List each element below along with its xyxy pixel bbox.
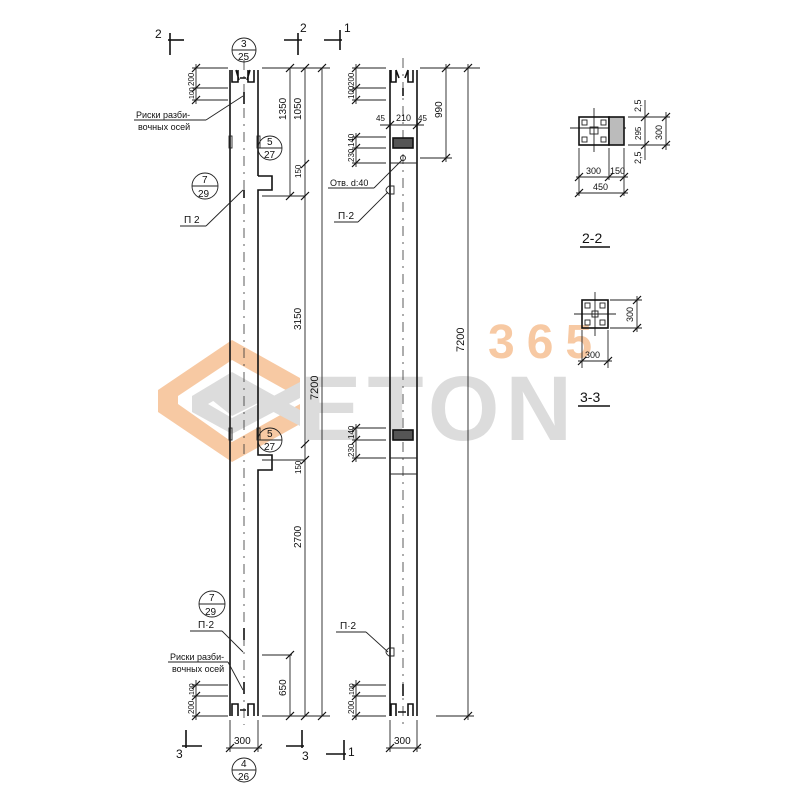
- section-mark-bottom-mid: 3: [286, 730, 309, 763]
- svg-text:150: 150: [610, 166, 625, 176]
- label-hole: Отв. d:40: [330, 178, 368, 188]
- svg-text:вочных осей: вочных осей: [172, 664, 224, 674]
- svg-text:2: 2: [155, 27, 162, 41]
- label-hook-upper-right: П·2: [338, 211, 355, 222]
- svg-text:45: 45: [418, 114, 427, 123]
- svg-text:7: 7: [209, 593, 215, 604]
- section-3-3: 300 300 3-3: [574, 292, 642, 407]
- svg-text:27: 27: [264, 150, 276, 161]
- svg-text:100: 100: [349, 683, 356, 695]
- svg-text:200: 200: [347, 72, 356, 86]
- svg-text:7200: 7200: [455, 328, 467, 352]
- callout-5-27-upper: 5 27: [257, 135, 283, 161]
- callout-7-29-upper: 7 29: [191, 172, 219, 200]
- svg-text:300: 300: [394, 736, 411, 747]
- svg-text:650: 650: [278, 679, 289, 696]
- svg-text:990: 990: [434, 101, 445, 118]
- watermark-logo-icon: [158, 340, 300, 462]
- svg-text:3: 3: [241, 39, 247, 50]
- section-2-2-title: 2-2: [582, 230, 602, 246]
- svg-text:45: 45: [376, 114, 385, 123]
- svg-text:2700: 2700: [293, 525, 304, 548]
- label-hook-lower: П·2: [198, 620, 215, 631]
- svg-text:1350: 1350: [278, 97, 289, 120]
- svg-text:26: 26: [238, 772, 250, 783]
- svg-text:200: 200: [347, 700, 356, 714]
- svg-text:300: 300: [234, 736, 251, 747]
- svg-text:29: 29: [198, 189, 210, 200]
- watermark-eton: ETON: [300, 358, 578, 460]
- svg-text:450: 450: [593, 182, 608, 192]
- svg-text:3150: 3150: [293, 307, 304, 330]
- svg-text:300: 300: [585, 350, 600, 360]
- callout-5-27-lower: 5 27: [257, 427, 283, 453]
- svg-text:230: 230: [347, 443, 356, 457]
- svg-text:300: 300: [625, 307, 635, 322]
- svg-text:25: 25: [238, 52, 250, 63]
- section-3-3-title: 3-3: [580, 389, 600, 405]
- svg-text:100: 100: [189, 683, 196, 695]
- section-mark-top-left: 2: [155, 27, 184, 55]
- svg-text:3: 3: [302, 749, 309, 763]
- section-2-2: 300 150 450 2,5 295 2,5 300 2-2: [570, 99, 671, 248]
- svg-text:140: 140: [347, 133, 356, 147]
- svg-text:1: 1: [344, 21, 351, 35]
- svg-text:100: 100: [189, 87, 196, 99]
- svg-text:150: 150: [294, 164, 303, 178]
- svg-text:2,5: 2,5: [633, 151, 643, 164]
- svg-text:300: 300: [586, 166, 601, 176]
- svg-text:200: 200: [187, 700, 196, 714]
- svg-text:27: 27: [264, 442, 276, 453]
- watermark-365: 365: [488, 316, 604, 369]
- svg-text:210: 210: [396, 113, 411, 123]
- svg-text:230: 230: [347, 148, 356, 162]
- svg-text:2,5: 2,5: [633, 99, 643, 112]
- label-hook-lower-right: П·2: [340, 621, 357, 632]
- callout-7-29-lower: 7 29: [198, 590, 226, 618]
- svg-text:200: 200: [187, 72, 196, 86]
- svg-text:100: 100: [347, 85, 356, 99]
- callout-3-25: 3 25: [231, 37, 257, 63]
- svg-text:150: 150: [294, 460, 303, 474]
- column-elevation-left: 1350 1050 150 3150 7200 150 2700 650 200…: [134, 37, 330, 783]
- svg-text:1050: 1050: [293, 97, 304, 120]
- callout-4-26: 4 26: [231, 757, 257, 783]
- svg-text:7: 7: [202, 175, 208, 186]
- label-axis-marks-bottom: Риски разби-: [170, 652, 224, 662]
- svg-text:вочных осей: вочных осей: [138, 122, 190, 132]
- watermark: 365 ETON: [158, 316, 604, 462]
- svg-text:140: 140: [347, 425, 356, 439]
- svg-text:1: 1: [348, 745, 355, 759]
- svg-text:295: 295: [634, 126, 643, 140]
- section-mark-bottom-right: 1: [326, 740, 355, 760]
- svg-text:7200: 7200: [309, 376, 321, 400]
- section-mark-top-right: 1: [324, 21, 351, 50]
- svg-text:29: 29: [205, 607, 217, 618]
- column-elevation-right: 200 100 45 210 45 140 230 140 230 100 20…: [328, 58, 480, 753]
- label-axis-marks-top: Риски разби-: [136, 110, 190, 120]
- svg-text:300: 300: [654, 125, 664, 140]
- section-mark-bottom-left: 3: [176, 730, 202, 761]
- svg-text:5: 5: [267, 429, 273, 440]
- svg-text:5: 5: [267, 137, 273, 148]
- label-hook-upper: П 2: [184, 215, 200, 226]
- svg-text:2: 2: [300, 21, 307, 35]
- svg-text:4: 4: [241, 759, 247, 770]
- svg-text:3: 3: [176, 747, 183, 761]
- section-marks: 2 2 1 3 3 1: [155, 21, 355, 763]
- section-mark-top-mid: 2: [284, 21, 307, 55]
